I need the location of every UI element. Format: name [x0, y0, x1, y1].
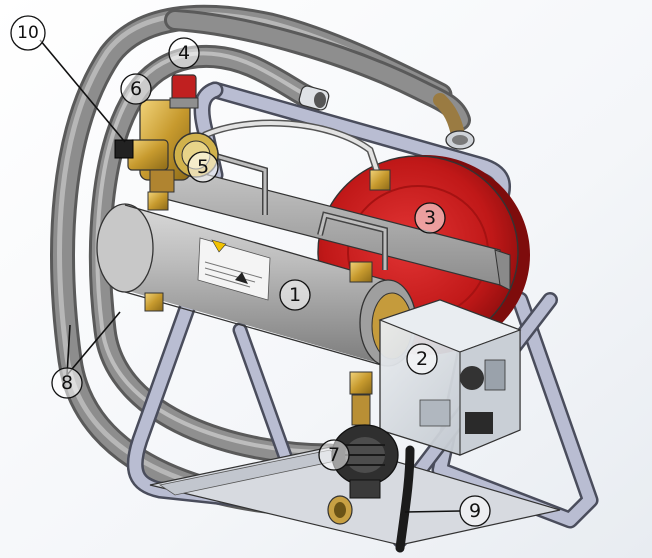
callout-9-label: 9 [469, 500, 481, 522]
callout-5-label: 5 [197, 156, 209, 178]
callout-10: 10 [10, 15, 46, 51]
elbow-fitting [298, 85, 475, 150]
leader-10 [39, 39, 126, 143]
callout-3: 3 [414, 202, 446, 234]
callout-8: 8 [51, 367, 83, 399]
callout-4-label: 4 [178, 42, 190, 64]
circulation-pump [331, 424, 399, 499]
callout-2-label: 2 [416, 348, 428, 370]
callout-5: 5 [187, 151, 219, 183]
callout-7: 7 [318, 439, 350, 471]
control-box [378, 299, 522, 456]
callout-1-label: 1 [289, 284, 301, 306]
callout-1: 1 [279, 279, 311, 311]
rating-label [197, 237, 271, 301]
callout-6-label: 6 [130, 78, 142, 100]
callout-8-label: 8 [61, 372, 73, 394]
power-cable [395, 445, 415, 553]
callout-4: 4 [168, 37, 200, 69]
callout-7-label: 7 [328, 444, 340, 466]
leader-lines [39, 39, 461, 513]
callout-6: 6 [120, 73, 152, 105]
callout-9: 9 [459, 495, 491, 527]
callout-3-label: 3 [424, 207, 436, 229]
callout-10-label: 10 [17, 23, 39, 43]
leader-8a [66, 324, 71, 376]
leader-9 [404, 510, 461, 513]
bottom-hose-fitting [327, 495, 353, 525]
leader-8b [66, 311, 121, 376]
callout-2: 2 [406, 343, 438, 375]
